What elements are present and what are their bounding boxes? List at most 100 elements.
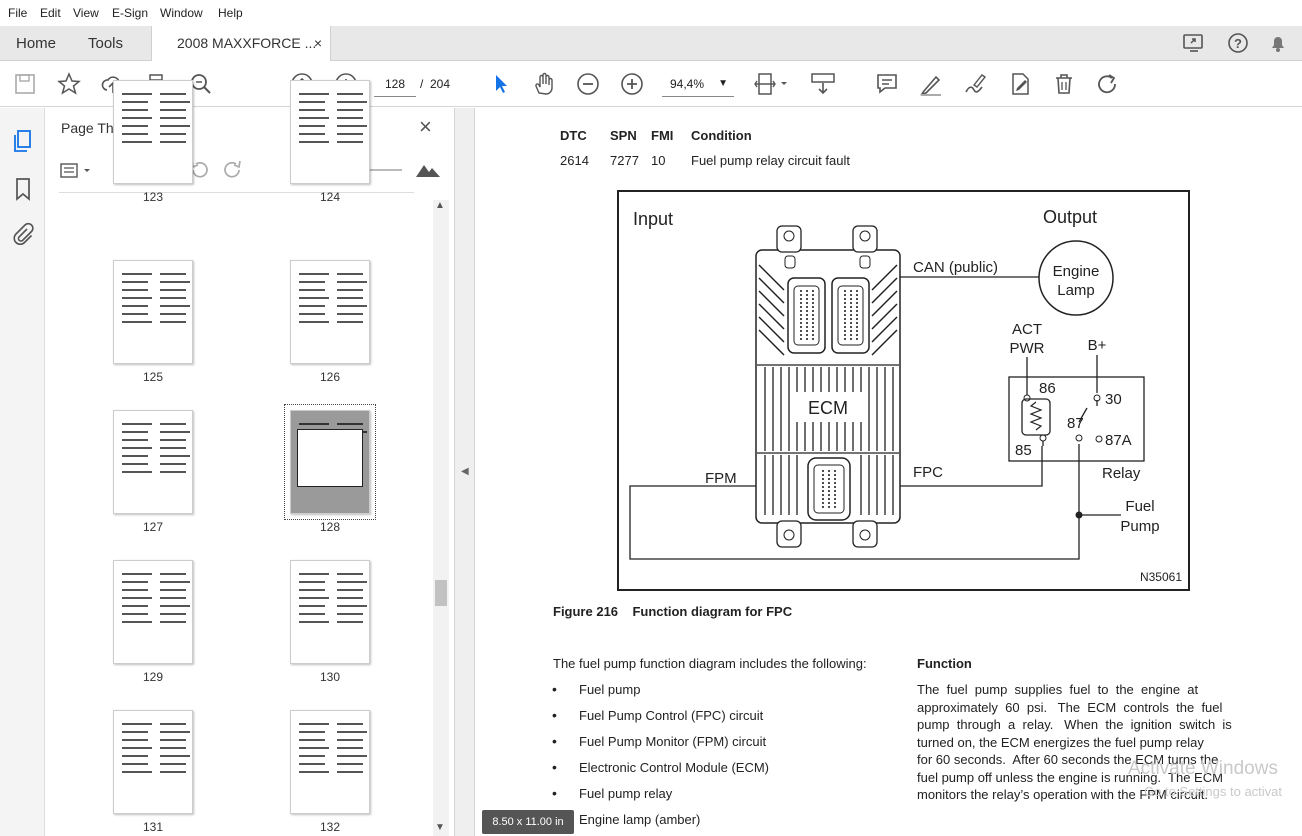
share-screen-icon[interactable] [1182,32,1206,54]
intro-text: The fuel pump function diagram includes … [553,656,867,671]
fmi-header: FMI [651,128,674,143]
bell-icon[interactable] [1266,31,1290,55]
engine-lamp-label-2: Lamp [1057,282,1095,299]
diagram-code: N35061 [1140,570,1182,584]
zoom-level-select[interactable]: 94,4% ▼ [662,71,734,97]
thumbnail-text-line [122,747,152,749]
page-size-indicator: 8.50 x 11.00 in [482,810,574,834]
thumbnail-text-line [337,613,363,615]
attachment-icon[interactable] [11,222,35,246]
thumbnail-options-icon[interactable] [59,160,95,182]
thumbnail-text-line [122,471,152,473]
comment-icon[interactable] [874,71,900,97]
thumbnail-text-line [160,763,186,765]
page-separator: / [420,77,424,91]
thumbnail-text-line [122,289,148,291]
thumbnail-text-line [122,117,152,119]
pin-87-label: 87 [1067,415,1084,432]
thumbnail-text-line [122,439,148,441]
page-thumbnail[interactable] [113,710,193,814]
page-thumbnail[interactable] [290,560,370,664]
scroll-down-icon[interactable]: ▼ [435,822,445,833]
page-thumbnail[interactable] [290,260,370,364]
page-thumbnail[interactable] [113,260,193,364]
scroll-up-icon[interactable]: ▲ [435,200,445,211]
spn-value: 7277 [610,153,639,168]
scroll-mode-icon[interactable] [808,71,835,97]
redo-icon[interactable] [1095,71,1121,97]
thumbnail-text-line [122,141,152,143]
condition-value: Fuel pump relay circuit fault [691,153,850,168]
edit-document-icon[interactable] [1007,71,1033,97]
fpm-label: FPM [705,470,737,487]
thumbnail-page-label: 130 [319,670,341,684]
tab-tools[interactable]: Tools [88,35,124,52]
menu-help[interactable]: Help [218,6,243,20]
help-icon[interactable]: ? [1226,31,1250,55]
rotate-cw-icon[interactable] [221,158,245,182]
thumbnail-text-line [160,117,186,119]
page-thumbnail[interactable] [113,410,193,514]
thumbnail-scrollbar[interactable] [433,200,449,836]
bullet-marker: • [552,785,557,801]
menu-view[interactable]: View [73,6,99,20]
can-label: CAN (public) [913,259,998,276]
hand-tool-icon[interactable] [531,71,557,97]
page-number-input[interactable]: 128 [374,71,416,97]
page-thumbnail[interactable] [290,80,370,184]
collapse-panel-icon[interactable]: ◀ [461,466,469,477]
zoom-out-icon[interactable] [575,71,601,97]
menu-file[interactable]: File [8,6,28,20]
menu-edit[interactable]: Edit [40,6,61,20]
thumbnail-text-line [299,581,325,583]
page-thumbnail[interactable] [113,560,193,664]
menu-esign[interactable]: E-Sign [112,6,149,20]
thumbnail-page-label: 127 [142,520,164,534]
thumbnail-large-icon[interactable] [415,161,441,179]
thumbnail-text-line [160,133,186,135]
thumbnail-size-slider[interactable] [347,169,402,171]
thumbnail-text-line [160,305,190,307]
thumbnail-text-line [299,321,329,323]
bookmark-icon[interactable] [12,176,34,202]
thumbnail-text-line [299,423,329,425]
thumbnail-text-line [337,739,363,741]
tab-bar: Home Tools 2008 MAXXFORCE ... × ? [0,26,1302,61]
thumbnail-text-line [337,723,363,725]
draw-sign-icon[interactable] [962,71,988,97]
thumbnail-diagram-preview [297,429,363,487]
star-icon[interactable] [56,71,82,97]
thumbnail-text-line [160,613,186,615]
zoom-in-icon[interactable] [619,71,645,97]
fpc-label: FPC [913,464,943,481]
save-icon[interactable] [12,71,38,97]
menu-window[interactable]: Window [160,6,203,20]
page-thumbnails-icon[interactable] [11,128,35,154]
thumbnail-text-line [160,273,186,275]
thumbnail-text-line [122,597,152,599]
selected-thumbnail-highlight [284,404,376,520]
panel-close-icon[interactable]: × [419,114,432,139]
panel-splitter[interactable]: ◀ [455,108,475,836]
thumbnail-text-line [160,771,186,773]
page-thumbnail[interactable] [290,410,370,514]
zoom-search-icon[interactable] [188,71,214,97]
page-thumbnail[interactable] [113,80,193,184]
tab-close-icon[interactable]: × [313,35,322,51]
tab-document[interactable]: 2008 MAXXFORCE ... × [151,26,331,61]
figure-caption: Figure 216 Function diagram for FPC [553,604,793,619]
thumbnail-scrollbar-thumb[interactable] [435,580,447,606]
select-arrow-icon[interactable] [488,71,514,97]
highlight-pen-icon[interactable] [918,71,944,97]
page-fit-icon[interactable] [753,71,787,97]
function-text-line: fuel pump off unless the engine is runni… [917,769,1223,785]
thumbnail-text-line [160,109,186,111]
thumbnail-text-line [160,101,190,103]
tab-home[interactable]: Home [16,35,57,52]
component-list-item: Engine lamp (amber) [579,812,701,827]
thumbnail-text-line [160,471,186,473]
act-label: ACT [1012,321,1042,338]
page-thumbnail[interactable] [290,710,370,814]
thumbnail-text-line [337,321,363,323]
trash-icon[interactable] [1051,71,1077,97]
